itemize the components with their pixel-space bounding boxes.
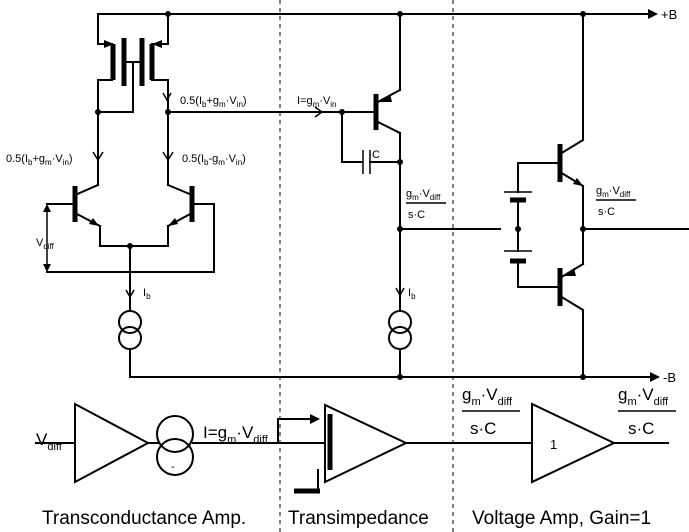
label-right-branch: 0.5(Ib-gm·Vin) [182,153,246,167]
voltage-amp-block [531,402,617,484]
output-gain-num: gm·Vdiff [596,185,631,199]
label-gm-current: I=gm·Vin [297,95,337,109]
block-gm-label: I=gm·Vdiff [203,423,269,446]
tail-ib-label: Ib [143,287,151,301]
positive-rail: +B [97,7,677,22]
block-current-source [156,415,194,453]
block-diagram: Vdiff - I=gm·Vdiff gm·Vdiff s·C 1 gm·Vdi… [35,385,676,494]
positive-rail-label: +B [661,7,677,22]
buffer-stage: gm·Vdiff s·C [504,13,689,378]
label-half-sum: 0.5(Ib+gm·Vin) [180,95,247,109]
negative-rail-label: -B [663,370,676,385]
tail-current-source: Ib [118,245,151,378]
right-ib-label: Ib [408,287,416,301]
svg-text:-: - [171,461,175,473]
node-gain-den: s·C [408,209,425,221]
block-out-num: gm·Vdiff [618,385,669,408]
node-gain-num: gm·Vdiff [406,188,441,202]
gain-label: 1 [550,437,557,452]
block-mid-den: s·C [470,419,496,438]
label-left-branch: 0.5(Ib+gm·Vin) [6,153,73,167]
negative-rail: -B [129,370,676,385]
section-transconductance: Transconductance Amp. [42,508,246,529]
vdiff-label: Vdiff [36,237,55,251]
pmos-mirror [95,13,172,115]
section-voltage-amp: Voltage Amp, Gain=1 [472,508,651,529]
block-mid-num: gm·Vdiff [462,385,513,408]
block-out-den: s·C [628,419,654,438]
section-transimpedance: Transimpedance [288,508,429,529]
cap-label: C [372,149,380,161]
transconductance-block [74,402,151,484]
output-gain-den: s·C [598,206,615,218]
transimpedance-stage: C gm·Vdiff s·C Ib [341,13,501,378]
block-vdiff-label: Vdiff [36,430,63,453]
diff-pair: Vdiff [36,183,215,273]
transimpedance-block [324,403,409,484]
